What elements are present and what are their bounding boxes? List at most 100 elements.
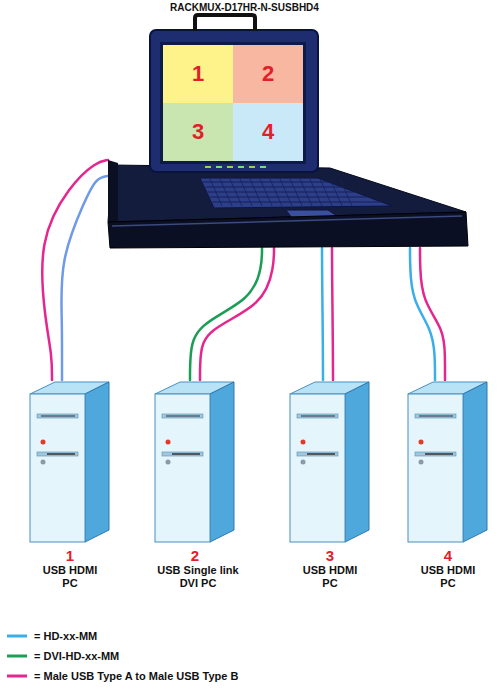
unit-title: RACKMUX-D17HR-N-SUSBHD4 (170, 2, 319, 13)
key-row (210, 197, 367, 198)
legend-sample (6, 671, 28, 681)
pc-tower (285, 380, 375, 545)
rack-highlight (112, 216, 462, 226)
status-led (238, 166, 244, 168)
legend-line (7, 655, 27, 658)
key-column (300, 179, 312, 206)
drive-slot (172, 453, 200, 455)
lid-handle (195, 15, 255, 31)
legend-row: = HD-xx-MM (6, 626, 238, 646)
legend-sample (6, 631, 28, 641)
keyboard (200, 178, 392, 208)
tower-front (290, 394, 345, 542)
screen-panel (160, 42, 306, 164)
pc-label: USB HDMI PC (417, 564, 479, 590)
power-led (41, 440, 46, 445)
key-column (280, 179, 292, 206)
pc-number: 1 (25, 547, 115, 564)
power-led (419, 440, 424, 445)
cable (200, 248, 274, 380)
power-button (41, 460, 46, 465)
drive-bay (37, 452, 78, 456)
kvm-unit: 1 2 3 4 RACKMUX-D17HR-N-SUSBHD4 (108, 0, 464, 248)
drive-slot (307, 453, 335, 455)
keyboard-keys (203, 179, 381, 206)
legend-text: = HD-xx-MM (34, 630, 97, 642)
pc-label: USB Single link DVI PC (150, 564, 246, 590)
legend-row: = Male USB Type A to Male USB Type B (6, 666, 238, 686)
legend-text: = Male USB Type A to Male USB Type B (34, 670, 238, 682)
drive-bay (162, 452, 203, 456)
pc-number: 3 (285, 547, 375, 564)
pc-tower (150, 380, 240, 545)
pc-node: 4USB HDMI PC (403, 380, 493, 590)
cable (322, 248, 323, 380)
cable (420, 248, 445, 380)
legend-sample (6, 651, 28, 661)
screen-quadrant: 1 (163, 45, 233, 103)
legend-line (7, 675, 27, 678)
legend-line (7, 635, 27, 638)
screen-lid (150, 30, 318, 172)
drive-slot (425, 453, 453, 455)
tower-side (463, 382, 487, 542)
cable (42, 160, 108, 380)
tower-side (210, 382, 234, 542)
key-column (320, 179, 332, 206)
key-column (290, 179, 302, 206)
power-button (166, 460, 171, 465)
power-led (301, 440, 306, 445)
key-column (330, 179, 342, 206)
rack-front (108, 212, 468, 248)
status-led (260, 166, 266, 168)
rack-side (108, 160, 118, 224)
quadrant-number: 2 (262, 61, 274, 87)
pc-tower (403, 380, 493, 545)
screen-quadrant: 4 (233, 103, 303, 161)
quadrant-number: 4 (262, 119, 274, 145)
status-led (205, 166, 211, 168)
screen-quadrant: 2 (233, 45, 303, 103)
pc-number: 4 (403, 547, 493, 564)
key-row (212, 202, 380, 203)
drive-slot (41, 416, 75, 417)
key-column (240, 179, 252, 206)
tower-side (345, 382, 369, 542)
drive-slot (419, 416, 453, 417)
key-column (230, 179, 242, 206)
quadrant-number: 3 (192, 119, 204, 145)
cable (332, 248, 333, 380)
tower-front (155, 394, 210, 542)
status-led (216, 166, 222, 168)
drive-bay (297, 452, 338, 456)
tower-front (30, 394, 85, 542)
power-button (301, 460, 306, 465)
key-column (250, 179, 262, 206)
quadrant-number: 1 (192, 61, 204, 87)
key-column (220, 179, 232, 206)
pc-number: 2 (150, 547, 240, 564)
drive-bay (162, 414, 203, 418)
drive-slot (301, 416, 335, 417)
key-column (270, 179, 282, 206)
legend-text: = DVI-HD-xx-MM (34, 650, 119, 662)
pc-node: 2USB Single link DVI PC (150, 380, 240, 590)
pc-tower (25, 380, 115, 545)
screen-quadrant: 3 (163, 103, 233, 161)
key-column (340, 179, 352, 206)
drive-bay (415, 414, 456, 418)
pc-node: 1USB HDMI PC (25, 380, 115, 590)
tower-side (85, 382, 109, 542)
status-led (227, 166, 233, 168)
key-column (210, 179, 222, 206)
tower-front (408, 394, 463, 542)
drive-slot (166, 416, 200, 417)
legend: = HD-xx-MM = DVI-HD-xx-MM = Male USB Type … (6, 626, 238, 686)
key-column (260, 179, 272, 206)
drive-bay (297, 414, 338, 418)
key-row (208, 192, 355, 193)
power-button (419, 460, 424, 465)
key-column (310, 179, 322, 206)
pc-label: USB HDMI PC (39, 564, 101, 590)
